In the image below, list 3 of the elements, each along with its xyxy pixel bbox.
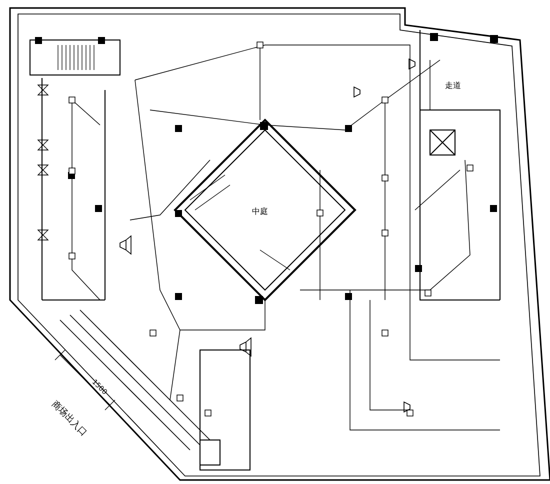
room-label: 中庭 xyxy=(252,206,268,217)
entrance-label: 商场出入口 xyxy=(48,398,90,439)
room-label: 走道 xyxy=(445,80,461,91)
